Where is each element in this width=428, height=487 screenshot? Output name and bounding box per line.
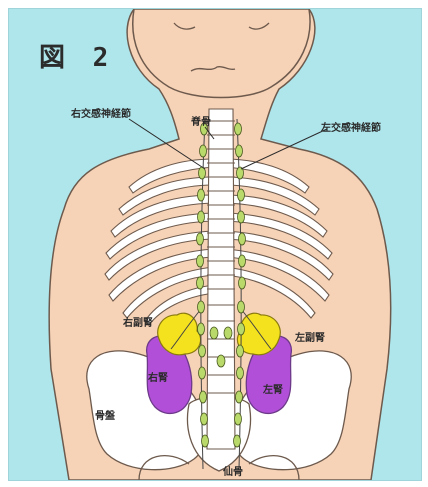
figure-title: 図 2 [39,37,114,74]
spine-column [207,109,235,449]
label-spine: 脊骨 [191,113,211,128]
label-left-kidney: 左腎 [263,381,283,396]
label-right-kidney: 右腎 [148,369,168,384]
label-sacrum: 仙骨 [223,463,243,478]
right-adrenal-shape [158,313,201,355]
anatomy-figure: 図 2 右交感神経節 左交感神経節 脊骨 右副腎 左副腎 右腎 左腎 骨盤 仙骨 [8,8,422,481]
label-left-adrenal: 左副腎 [295,329,325,344]
anatomy-illustration [9,9,421,480]
label-left-sympathetic-trunk: 左交感神経節 [321,119,381,134]
left-adrenal-shape [237,313,280,355]
label-pelvis: 骨盤 [95,407,115,422]
label-right-adrenal: 右副腎 [123,314,153,329]
label-right-sympathetic-trunk: 右交感神経節 [71,105,131,120]
